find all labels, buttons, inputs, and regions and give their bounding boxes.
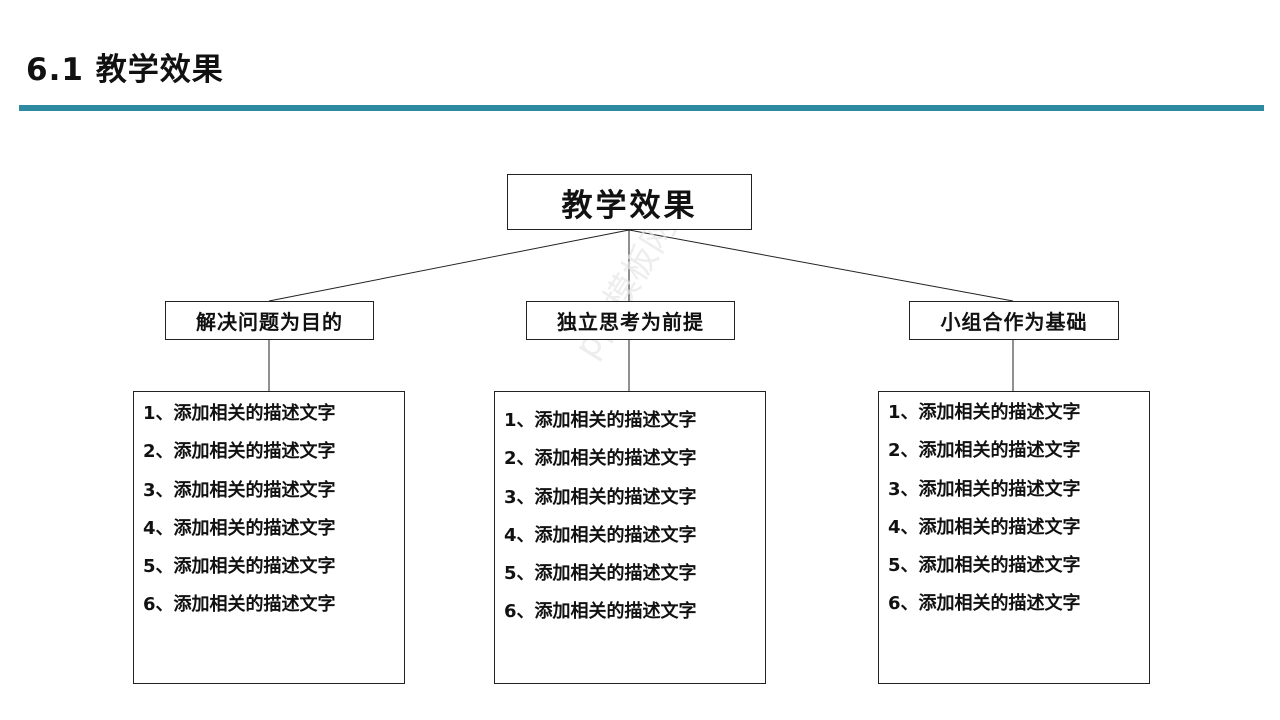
detail-box-1: 1、添加相关的描述文字 2、添加相关的描述文字 3、添加相关的描述文字 4、添加… xyxy=(133,391,405,684)
list-item: 6、添加相关的描述文字 xyxy=(143,594,336,616)
list-item: 1、添加相关的描述文字 xyxy=(504,410,697,431)
connector-root-to-branch-3 xyxy=(628,229,1014,302)
title-divider xyxy=(19,105,1264,111)
detail-list-2: 1、添加相关的描述文字 2、添加相关的描述文字 3、添加相关的描述文字 4、添加… xyxy=(504,402,765,632)
list-item: 5、添加相关的描述文字 xyxy=(888,555,1081,577)
list-item: 4、添加相关的描述文字 xyxy=(143,517,336,539)
detail-list-1: 1、添加相关的描述文字 2、添加相关的描述文字 3、添加相关的描述文字 4、添加… xyxy=(143,395,404,625)
list-item: 1、添加相关的描述文字 xyxy=(143,403,336,424)
connector-root-to-branch-1 xyxy=(268,229,630,302)
detail-list-3: 1、添加相关的描述文字 2、添加相关的描述文字 3、添加相关的描述文字 4、添加… xyxy=(888,394,1149,624)
detail-box-3: 1、添加相关的描述文字 2、添加相关的描述文字 3、添加相关的描述文字 4、添加… xyxy=(878,391,1150,684)
root-node: 教学效果 xyxy=(507,174,752,230)
branch-node-3: 小组合作为基础 xyxy=(909,301,1119,340)
list-item: 4、添加相关的描述文字 xyxy=(504,524,697,546)
list-item: 3、添加相关的描述文字 xyxy=(888,478,1081,500)
detail-box-2: 1、添加相关的描述文字 2、添加相关的描述文字 3、添加相关的描述文字 4、添加… xyxy=(494,391,766,684)
branch-node-2: 独立思考为前提 xyxy=(526,301,735,340)
list-item: 1、添加相关的描述文字 xyxy=(888,402,1081,423)
list-item: 2、添加相关的描述文字 xyxy=(504,448,697,470)
page-title: 6.1 教学效果 xyxy=(26,52,224,88)
list-item: 3、添加相关的描述文字 xyxy=(143,479,336,501)
list-item: 3、添加相关的描述文字 xyxy=(504,486,697,508)
list-item: 6、添加相关的描述文字 xyxy=(504,601,697,623)
list-item: 4、添加相关的描述文字 xyxy=(888,516,1081,538)
list-item: 2、添加相关的描述文字 xyxy=(143,441,336,463)
list-item: 5、添加相关的描述文字 xyxy=(504,563,697,585)
list-item: 5、添加相关的描述文字 xyxy=(143,556,336,578)
branch-node-1: 解决问题为目的 xyxy=(165,301,374,340)
list-item: 2、添加相关的描述文字 xyxy=(888,440,1081,462)
list-item: 6、添加相关的描述文字 xyxy=(888,593,1081,615)
